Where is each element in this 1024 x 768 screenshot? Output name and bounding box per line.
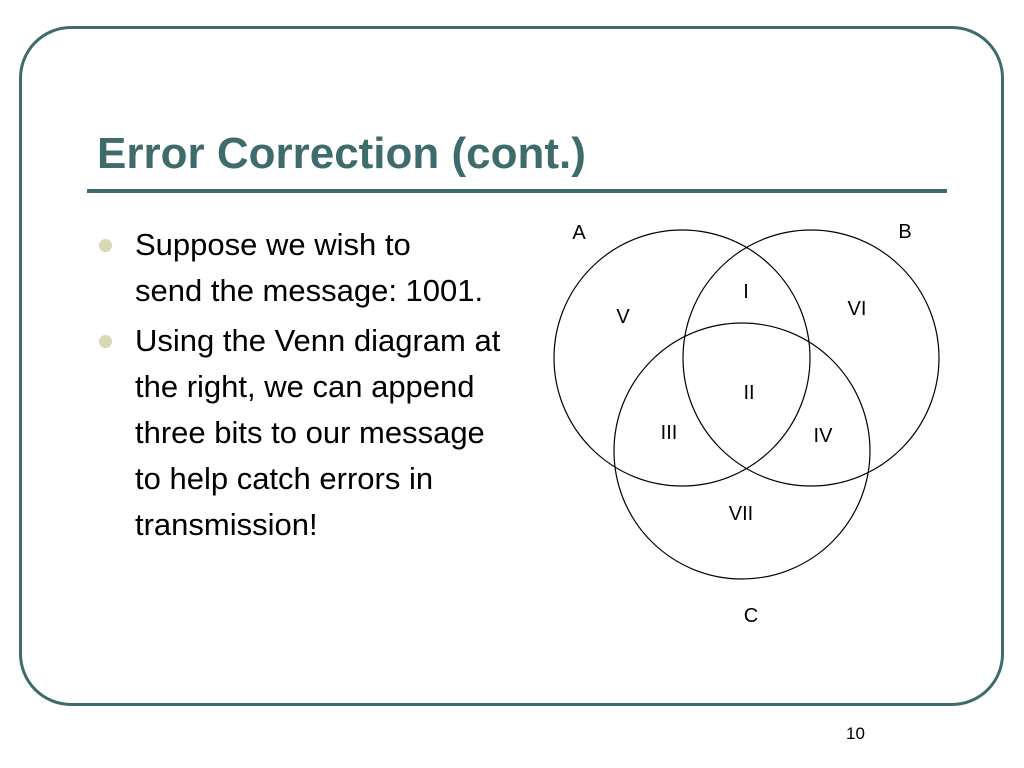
region-label-iv: IV bbox=[814, 425, 834, 447]
region-label-iii: III bbox=[661, 422, 678, 444]
slide-title: Error Correction (cont.) bbox=[97, 129, 586, 178]
region-label-v: V bbox=[616, 306, 630, 328]
venn-diagram: A B C I II III IV V VI VII bbox=[553, 221, 940, 627]
slide-frame bbox=[19, 26, 1004, 706]
bullet-item: Suppose we wish to send the message: 100… bbox=[97, 222, 485, 314]
bullet-list: Suppose we wish to send the message: 100… bbox=[97, 222, 517, 552]
set-label-c: C bbox=[744, 605, 758, 627]
region-label-i: I bbox=[743, 281, 749, 303]
venn-circle-b bbox=[682, 229, 940, 487]
region-label-vi: VI bbox=[848, 298, 867, 320]
venn-circle-c bbox=[613, 322, 871, 580]
venn-circle-a bbox=[553, 229, 811, 487]
set-label-a: A bbox=[572, 222, 586, 244]
set-label-b: B bbox=[898, 221, 911, 243]
bullet-text: Suppose we wish to send the message: 100… bbox=[135, 227, 484, 308]
bullet-dot-icon bbox=[99, 335, 112, 348]
region-label-ii: II bbox=[743, 382, 754, 404]
page-number: 10 bbox=[846, 724, 865, 743]
bullet-text: Using the Venn diagram at the right, we … bbox=[135, 323, 501, 542]
title-underline bbox=[87, 189, 947, 193]
bullet-dot-icon bbox=[99, 239, 112, 252]
bullet-item: Using the Venn diagram at the right, we … bbox=[97, 318, 505, 548]
region-label-vii: VII bbox=[729, 503, 753, 525]
